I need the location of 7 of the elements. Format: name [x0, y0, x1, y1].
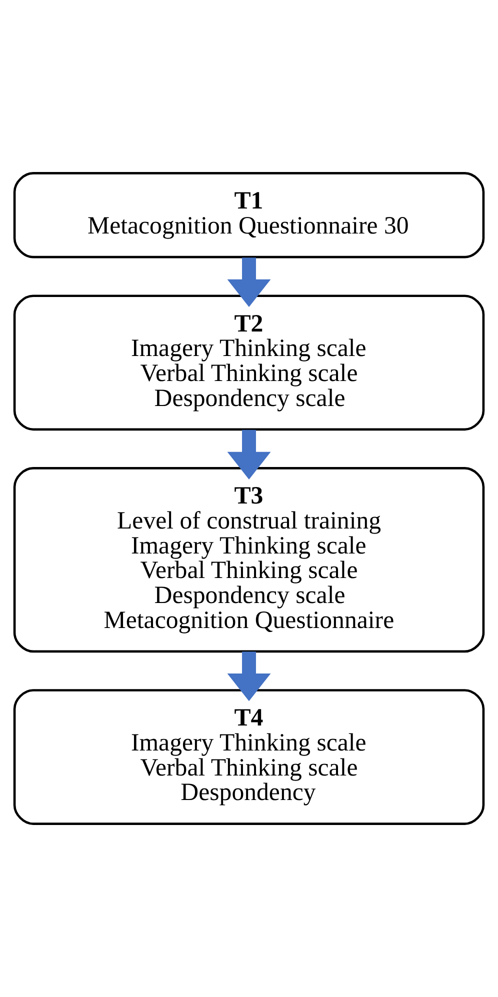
node-box: T3 Level of construal training Imagery Thinking scale Verbal Thinking scale Despondency scale Metacognition Questionnaire	[13, 467, 485, 653]
arrow	[227, 652, 271, 702]
arrow	[227, 430, 271, 480]
node-box: T2 Imagery Thinking scale Verbal Thinking scale Despondency scale	[13, 294, 485, 431]
arrow	[227, 258, 271, 307]
node-box: T1 Metacognition Questionnaire 30	[13, 172, 485, 258]
node-box: T4 Imagery Thinking scale Verbal Thinking scale Despondency	[13, 689, 485, 825]
